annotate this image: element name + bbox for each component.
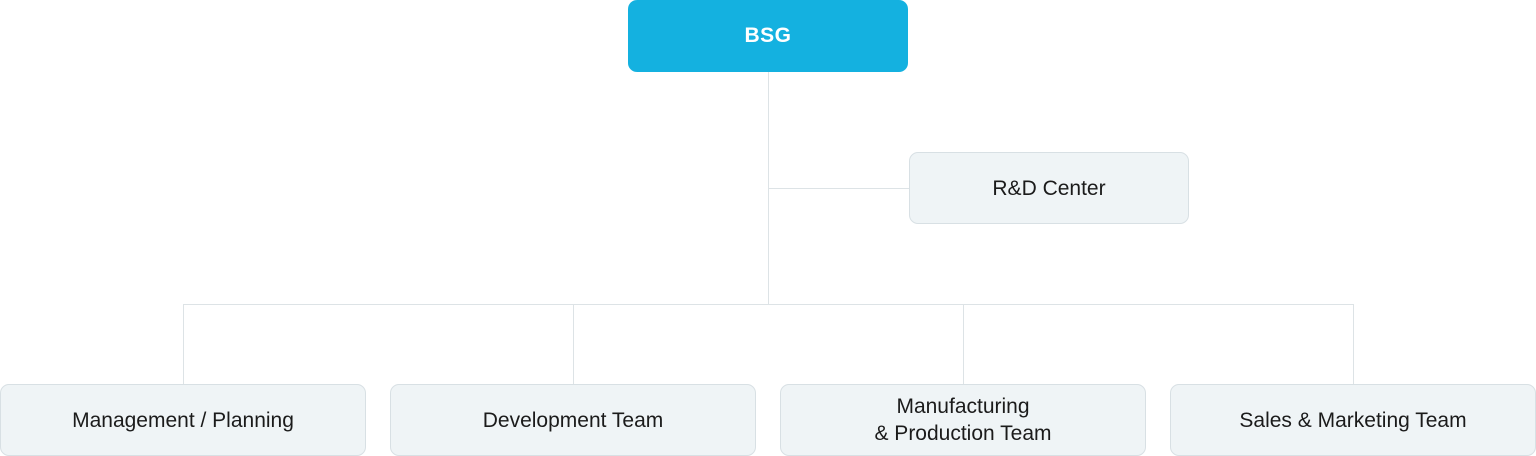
rd-center-label: R&D Center [992, 176, 1106, 200]
department-label: Sales & Marketing Team [1239, 408, 1467, 432]
department-label: Management / Planning [72, 408, 294, 432]
department-node-development: Development Team [390, 384, 756, 456]
department-node-manufacturing: Manufacturing & Production Team [780, 384, 1146, 456]
department-node-management: Management / Planning [0, 384, 366, 456]
connector-rd-branch [768, 188, 909, 189]
department-label: Development Team [482, 408, 664, 432]
org-root-label: BSG [744, 24, 792, 47]
connector-management-drop [183, 304, 184, 384]
connector-development-drop [573, 304, 574, 384]
rd-center-node: R&D Center [909, 152, 1189, 224]
connector-sales-drop [1353, 304, 1354, 384]
department-label: Manufacturing & Production Team [874, 395, 1052, 445]
connector-manufacturing-drop [963, 304, 964, 384]
connector-departments-bus [183, 304, 1354, 305]
org-root-node: BSG [628, 0, 908, 72]
department-node-sales-marketing: Sales & Marketing Team [1170, 384, 1536, 456]
